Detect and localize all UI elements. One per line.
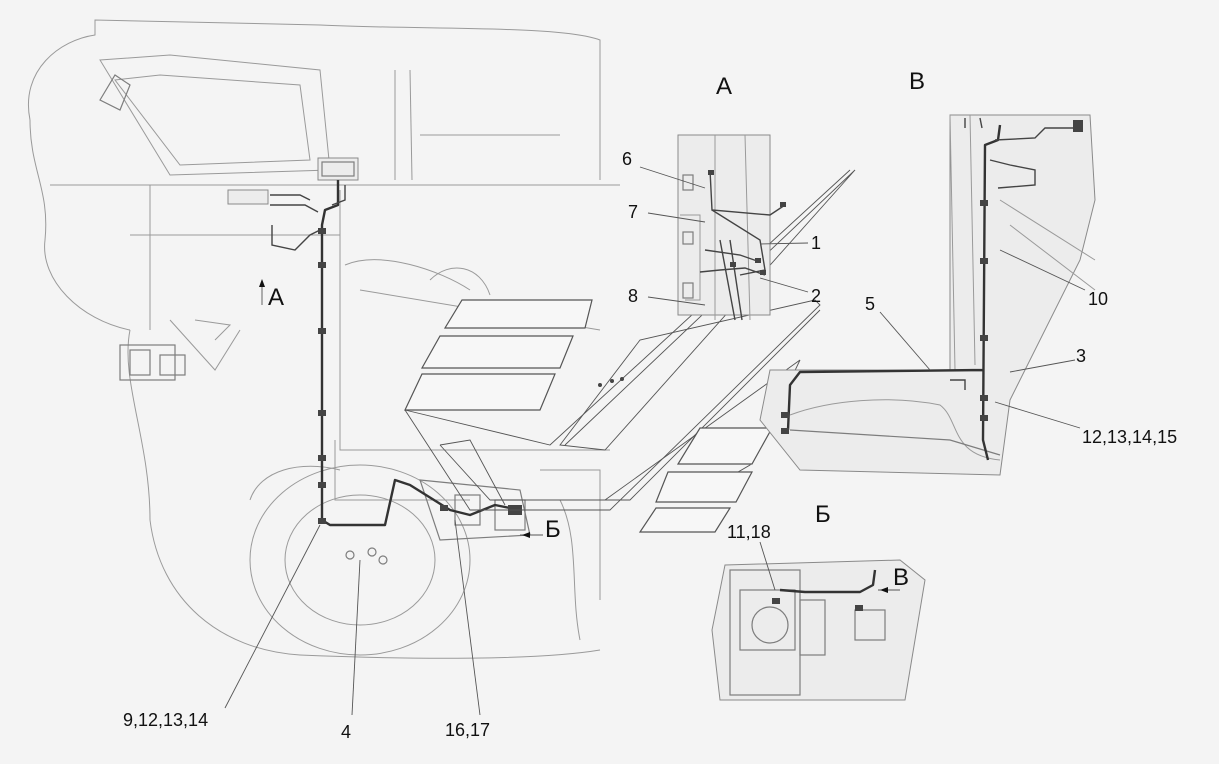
main-view: А Б [28,19,620,659]
view-a-panel [677,134,771,316]
callout-11-18: 11,18 [727,522,771,542]
view-v-marker: В [893,564,909,591]
view-a-marker: А [268,284,284,311]
view-b-panel [711,559,926,701]
section-bands [404,169,856,533]
upper-connector-block [227,189,269,205]
bottom-callouts: 9,12,13,14 4 16,17 [123,519,490,742]
callout-5: 5 [865,294,875,314]
callout-9-14: 9,12,13,14 [123,710,208,730]
view-a-title: А [716,73,732,100]
view-v-harness [786,124,1002,461]
view-v: В 5 10 3 12,13,14,15 [759,68,1177,476]
callout-12-15: 12,13,14,15 [1082,427,1177,447]
callout-7: 7 [628,202,638,222]
callout-2: 2 [811,286,821,306]
callout-4: 4 [341,722,351,742]
view-b-title: Б [815,501,831,528]
callout-3: 3 [1076,346,1086,366]
callout-1: 1 [811,233,821,253]
battery-box [317,157,359,181]
callout-8: 8 [628,286,638,306]
callout-16-17: 16,17 [445,720,490,740]
view-v-panel [759,114,1096,476]
view-b: Б 11,18 В [711,501,926,701]
main-harness [320,180,521,527]
callout-6: 6 [622,149,632,169]
view-b-marker: Б [545,516,561,543]
view-a: А 6 7 1 8 2 [622,73,821,321]
view-b-harness [779,569,877,594]
callout-10: 10 [1088,289,1108,309]
view-v-title: В [909,68,925,95]
